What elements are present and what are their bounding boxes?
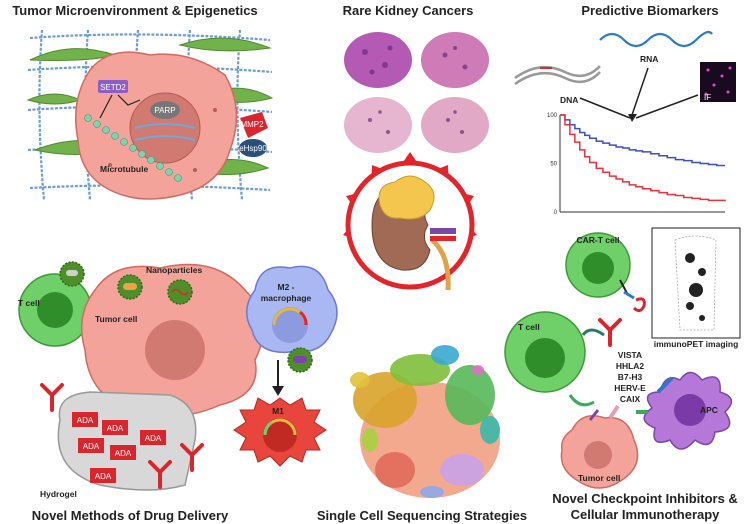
survival-curve-blue — [560, 114, 725, 167]
svg-text:VISTA: VISTA — [618, 350, 642, 360]
microtubule-chain — [84, 114, 182, 182]
svg-text:ADA: ADA — [145, 434, 162, 443]
tumor-microenvironment-panel: Tumor Microenvironment & Epigenetics — [12, 3, 274, 201]
ehsp90-shape — [239, 139, 267, 157]
tumor-nucleus — [129, 92, 201, 164]
svg-text:ADA: ADA — [107, 424, 124, 433]
drug-delivery-panel: T cell Tumor cell Nanoparticles ADA ADA … — [18, 261, 338, 499]
umap-clusters — [350, 345, 500, 498]
mmp2-label: MMP2 — [240, 120, 264, 129]
drug-delivery-title: Novel Methods of Drug Delivery — [32, 508, 229, 523]
t-cell-label: T cell — [18, 298, 40, 308]
nanoparticles-label: Nanoparticles — [146, 265, 202, 275]
m2-label: M2 - — [278, 282, 295, 292]
central-kidney — [343, 152, 477, 291]
svg-text:ADA: ADA — [83, 442, 100, 451]
hydrogel-label: Hydrogel — [40, 489, 77, 499]
y-tick-label: 50 — [550, 162, 557, 168]
if-label: IF — [704, 93, 711, 102]
macrophage-label: macrophage — [261, 293, 312, 303]
m1-label: M1 — [272, 406, 284, 416]
svg-text:HHLA2: HHLA2 — [616, 361, 645, 371]
single-cell-panel: Single Cell Sequencing Strategies — [317, 345, 527, 523]
tumor-mass — [378, 175, 435, 220]
converging-arrows — [579, 67, 699, 119]
nanoparticles — [117, 274, 193, 305]
setd2-box — [98, 80, 128, 93]
predictive-biomarkers-title: Predictive Biomarkers — [581, 3, 718, 18]
immunopet-label: immunoPET imaging — [654, 339, 739, 349]
y-tick-label: 100 — [547, 113, 558, 119]
svg-text:CAIX: CAIX — [620, 394, 641, 404]
rare-kidney-title: Rare Kidney Cancers — [343, 3, 474, 18]
apc-label: APC — [700, 405, 718, 415]
ada-blocks: ADA ADA ADA ADA ADA ADA — [72, 412, 166, 483]
survival-curve-red — [560, 114, 726, 202]
checkpoint-markers: VISTA HHLA2 B7-H3 HERV-E CAIX — [614, 350, 646, 404]
antibodies — [40, 383, 204, 489]
svg-text:ADA: ADA — [77, 416, 94, 425]
setd2-arrow — [117, 94, 141, 106]
dna-label: DNA — [560, 95, 578, 105]
parp-protein — [150, 101, 180, 119]
rare-kidney-panel: Rare Kidney Cancers — [343, 3, 489, 153]
checkpoint-tumor-label: Tumor cell — [578, 473, 620, 483]
dna-strand — [514, 65, 601, 86]
single-cell-title: Single Cell Sequencing Strategies — [317, 508, 527, 523]
checkpoint-t-cell-label: T cell — [518, 322, 540, 332]
rna-strand — [599, 30, 713, 48]
histology-tiles — [344, 32, 489, 153]
ehsp90-label: eHsp90 — [239, 144, 267, 153]
checkpoint-panel: CAR-T cell immunoPET imaging T cell VIST… — [504, 227, 741, 522]
microtubule-label: Microtubule — [100, 164, 148, 174]
svg-text:HERV-E: HERV-E — [614, 383, 646, 393]
y-tick-label: 0 — [554, 210, 558, 216]
parp-label: PARP — [154, 106, 175, 115]
predictive-biomarkers-panel: Predictive Biomarkers RNA DNA IF 0 50 100 — [514, 3, 736, 216]
svg-text:B7-H3: B7-H3 — [618, 372, 643, 382]
dna-helix — [134, 123, 196, 141]
survival-chart: 0 50 100 — [547, 113, 726, 216]
svg-text:ADA: ADA — [115, 449, 132, 458]
ureter — [430, 238, 451, 291]
car-t-label: CAR-T cell — [577, 235, 620, 245]
rna-label: RNA — [640, 54, 658, 64]
tumor-microenvironment-title: Tumor Microenvironment & Epigenetics — [12, 3, 257, 18]
setd2-label: SETD2 — [100, 83, 126, 92]
checkpoint-title-line1: Novel Checkpoint Inhibitors & — [552, 491, 738, 506]
drug-tumor-label: Tumor cell — [95, 314, 137, 324]
checkpoint-title-line2: Cellular Immunotherapy — [571, 507, 721, 522]
mmp2-shape — [240, 112, 268, 138]
svg-text:ADA: ADA — [95, 472, 112, 481]
